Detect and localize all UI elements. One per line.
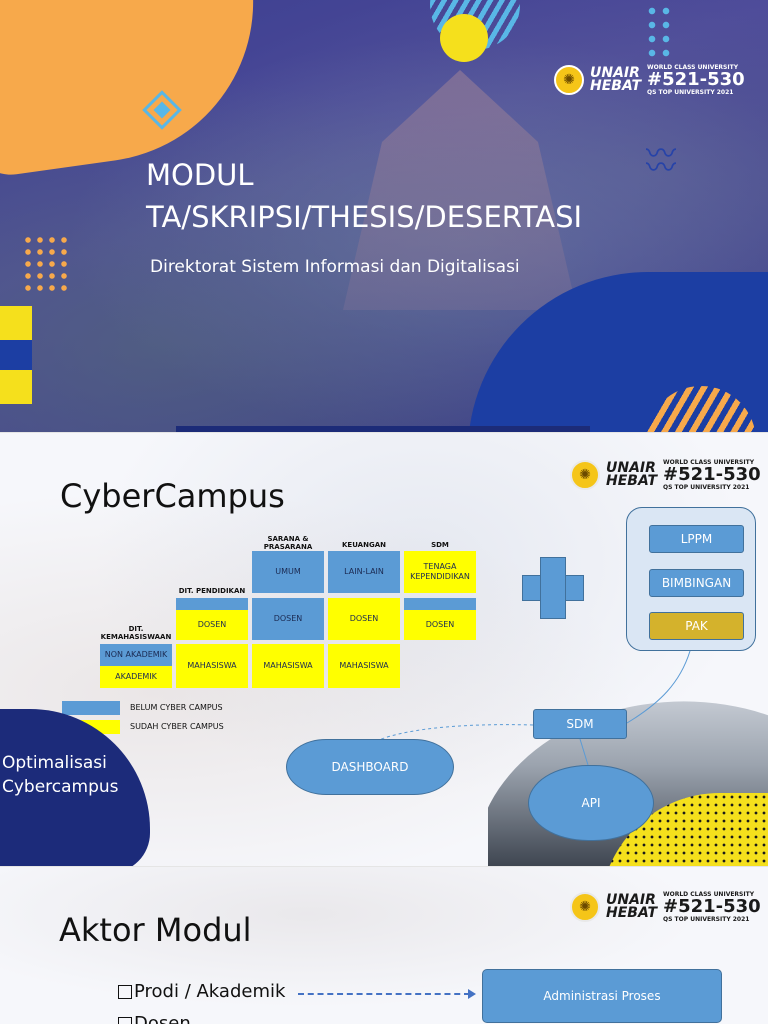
header-sdm: SDM [431,541,449,549]
cell-dosen-pendidikan: DOSEN [176,610,248,640]
slide-title: 〰〰 ✺ UNAIR HEBAT WORLD CLASS UNIVERSITY … [0,0,768,432]
header-kemahasiswaan: DIT. KEMAHASISWAAN [100,625,172,641]
legend-label-belum: BELUM CYBER CAMPUS [130,703,223,712]
decor-dot-grid [645,4,675,60]
cell-non-akademik: NON AKADEMIK [100,644,172,666]
cell-mahasiswa-pendidikan: MAHASISWA [176,644,248,688]
header-pendidikan: DIT. PENDIDIKAN [178,587,246,595]
cell-mahasiswa-sarana: MAHASISWA [252,644,324,688]
cell-dosen-sarana: DOSEN [252,598,324,640]
header-sarana: SARANA & PRASARANA [263,535,313,551]
module-bimbingan: BIMBINGAN [649,569,744,597]
university-seal-icon: ✺ [554,65,584,95]
administrasi-proses-box: Administrasi Proses [482,969,722,1023]
slide-heading: Aktor Modul [59,911,252,949]
module-lppm: LPPM [649,525,744,553]
slide-title-text: MODUL TA/SKRIPSI/THESIS/DESERTASI [146,158,583,234]
connector-lines [371,650,691,766]
cell-akademik: AKADEMIK [100,666,172,688]
cell-mahasiswa-keuangan: MAHASISWA [328,644,400,688]
decor-yellow-dot [440,14,488,62]
cell-dosen-sdm: DOSEN [404,610,476,640]
api-cloud: API [528,765,654,841]
logo-brand: UNAIR HEBAT [590,65,641,94]
optimalisasi-text: Optimalisasi Cybercampus [2,753,119,797]
logo-ranking: WORLD CLASS UNIVERSITY #521-530 QS TOP U… [647,64,745,96]
list-item: Prodi / Akademik [118,981,285,1002]
slide-aktor-modul: Aktor Modul ✺ UNAIR HEBAT WORLD CLASS UN… [0,866,768,1024]
slide-subtitle: Direktorat Sistem Informasi dan Digitali… [150,257,520,277]
list-item-label: Prodi / Akademik [134,981,286,1002]
list-item: Dosen [118,1013,191,1024]
wave-icon: 〰〰 [646,137,676,186]
cell-dosen-keuangan: DOSEN [328,598,400,640]
plus-icon [540,557,566,619]
legend-swatch-belum [62,701,120,715]
unair-logo: ✺ UNAIR HEBAT WORLD CLASS UNIVERSITY #52… [570,891,761,923]
dashboard-cloud: DASHBOARD [286,739,454,795]
cell-tenaga-kependidikan: TENAGA KEPENDIDIKAN [404,551,476,593]
slide-heading: CyberCampus [60,477,285,515]
sdm-box: SDM [533,709,627,739]
list-item-label: Dosen [134,1013,191,1024]
unair-logo: ✺ UNAIR HEBAT WORLD CLASS UNIVERSITY #52… [554,64,745,96]
decor-yellow-bar [0,370,32,404]
decor-yellow-bar [0,306,32,340]
logo-brand: UNAIR HEBAT [606,892,657,921]
cell-pendidikan-top [176,598,248,610]
university-seal-icon: ✺ [570,460,600,490]
module-pak: PAK [649,612,744,640]
unair-logo: ✺ UNAIR HEBAT WORLD CLASS UNIVERSITY #52… [570,459,761,491]
cell-lain-lain: LAIN-LAIN [328,551,400,593]
decor-bottom-bar [176,426,590,432]
cell-sdm-top [404,598,476,610]
logo-ranking: WORLD CLASS UNIVERSITY #521-530 QS TOP U… [663,459,761,491]
arrow-right-icon [468,989,476,999]
university-seal-icon: ✺ [570,892,600,922]
checkbox-icon [118,984,132,999]
dashed-arrow-line [298,993,470,995]
cell-umum: UMUM [252,551,324,593]
decor-dot-grid-orange [22,234,68,294]
slide-cybercampus: CyberCampus ✺ UNAIR HEBAT WORLD CLASS UN… [0,432,768,866]
decor-blue-bar [0,340,32,370]
legend-label-sudah: SUDAH CYBER CAMPUS [130,722,224,731]
header-keuangan: KEUANGAN [342,541,386,549]
checkbox-icon [118,1016,132,1024]
logo-brand: UNAIR HEBAT [606,460,657,489]
logo-ranking: WORLD CLASS UNIVERSITY #521-530 QS TOP U… [663,891,761,923]
